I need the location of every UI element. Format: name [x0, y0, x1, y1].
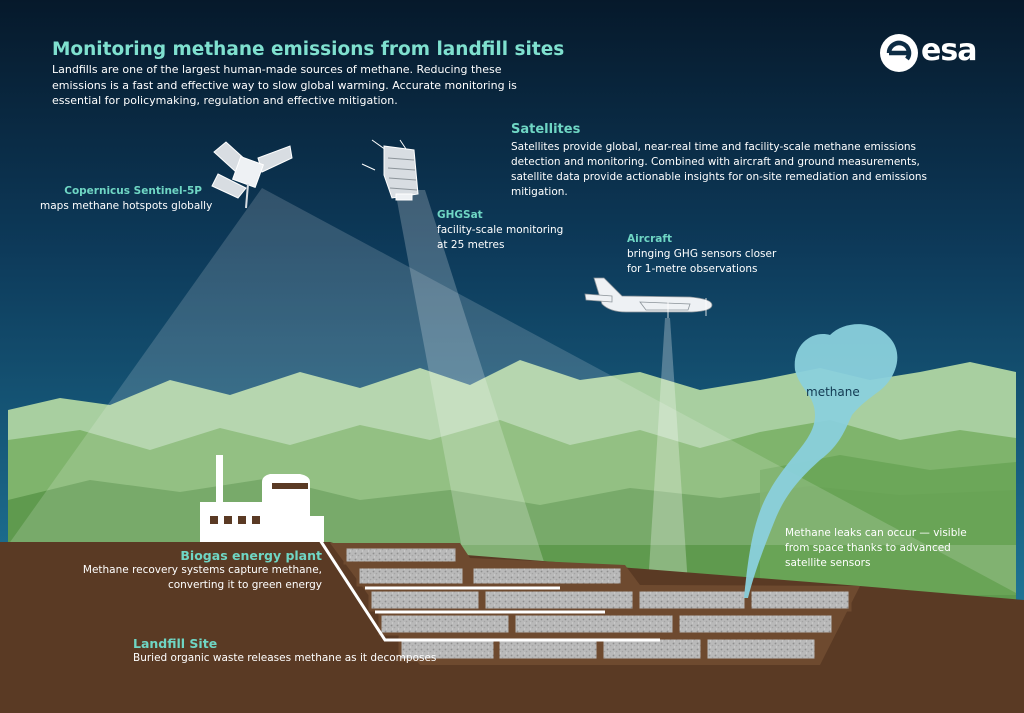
- aircraft-beam: [648, 318, 688, 585]
- aircraft-label: Aircraft bringing GHG sensors closer for…: [627, 232, 776, 277]
- sentinel-beam: [8, 188, 1016, 593]
- biogas-label: Biogas energy plant Methane recovery sys…: [60, 548, 322, 593]
- landfill-label: Landfill Site Buried organic waste relea…: [133, 636, 436, 666]
- aircraft: [584, 277, 713, 318]
- landfill-cells: [343, 545, 852, 662]
- front-hills-right: [760, 455, 1016, 595]
- landfill-desc: Buried organic waste releases methane as…: [133, 652, 437, 664]
- esa-logo: esa: [879, 33, 977, 69]
- esa-logo-mark: [880, 34, 918, 72]
- biogas-plant: [200, 455, 324, 542]
- biogas-name: Biogas energy plant: [180, 548, 322, 563]
- ghgsat-desc-1: facility-scale monitoring: [437, 224, 564, 236]
- ghgsat-satellite: [361, 139, 419, 201]
- biogas-desc-2: converting it to green energy: [167, 579, 322, 591]
- esa-logo-text: esa: [921, 33, 977, 68]
- satellites-title: Satellites: [511, 122, 581, 137]
- methane-pipes: [318, 539, 660, 642]
- sentinel-desc: maps methane hotspots globally: [40, 200, 213, 212]
- ghgsat-name: GHGSat: [437, 209, 483, 221]
- page-title: Monitoring methane emissions from landfi…: [52, 39, 565, 60]
- sentinel-label: Copernicus Sentinel-5P maps methane hots…: [40, 184, 213, 214]
- intro-text: Landfills are one of the largest human-m…: [52, 63, 517, 107]
- methane-plume: [744, 324, 898, 598]
- sentinel-name: Copernicus Sentinel-5P: [64, 185, 202, 197]
- biogas-desc-1: Methane recovery systems capture methane…: [82, 564, 322, 576]
- ghgsat-desc-2: at 25 metres: [437, 239, 505, 251]
- ghgsat-beam: [395, 190, 545, 565]
- aircraft-desc-1: bringing GHG sensors closer: [627, 248, 777, 260]
- satellites-description: Satellites provide global, near-real tim…: [511, 141, 927, 198]
- ghgsat-label: GHGSat facility-scale monitoring at 25 m…: [437, 208, 563, 253]
- landfill-name: Landfill Site: [133, 636, 218, 651]
- aircraft-desc-2: for 1-metre observations: [627, 263, 758, 275]
- aircraft-name: Aircraft: [627, 233, 672, 245]
- sentinel-5p-satellite: [211, 141, 293, 209]
- methane-plume-label: methane: [806, 385, 860, 399]
- leak-text: Methane leaks can occur — visible from s…: [785, 527, 967, 569]
